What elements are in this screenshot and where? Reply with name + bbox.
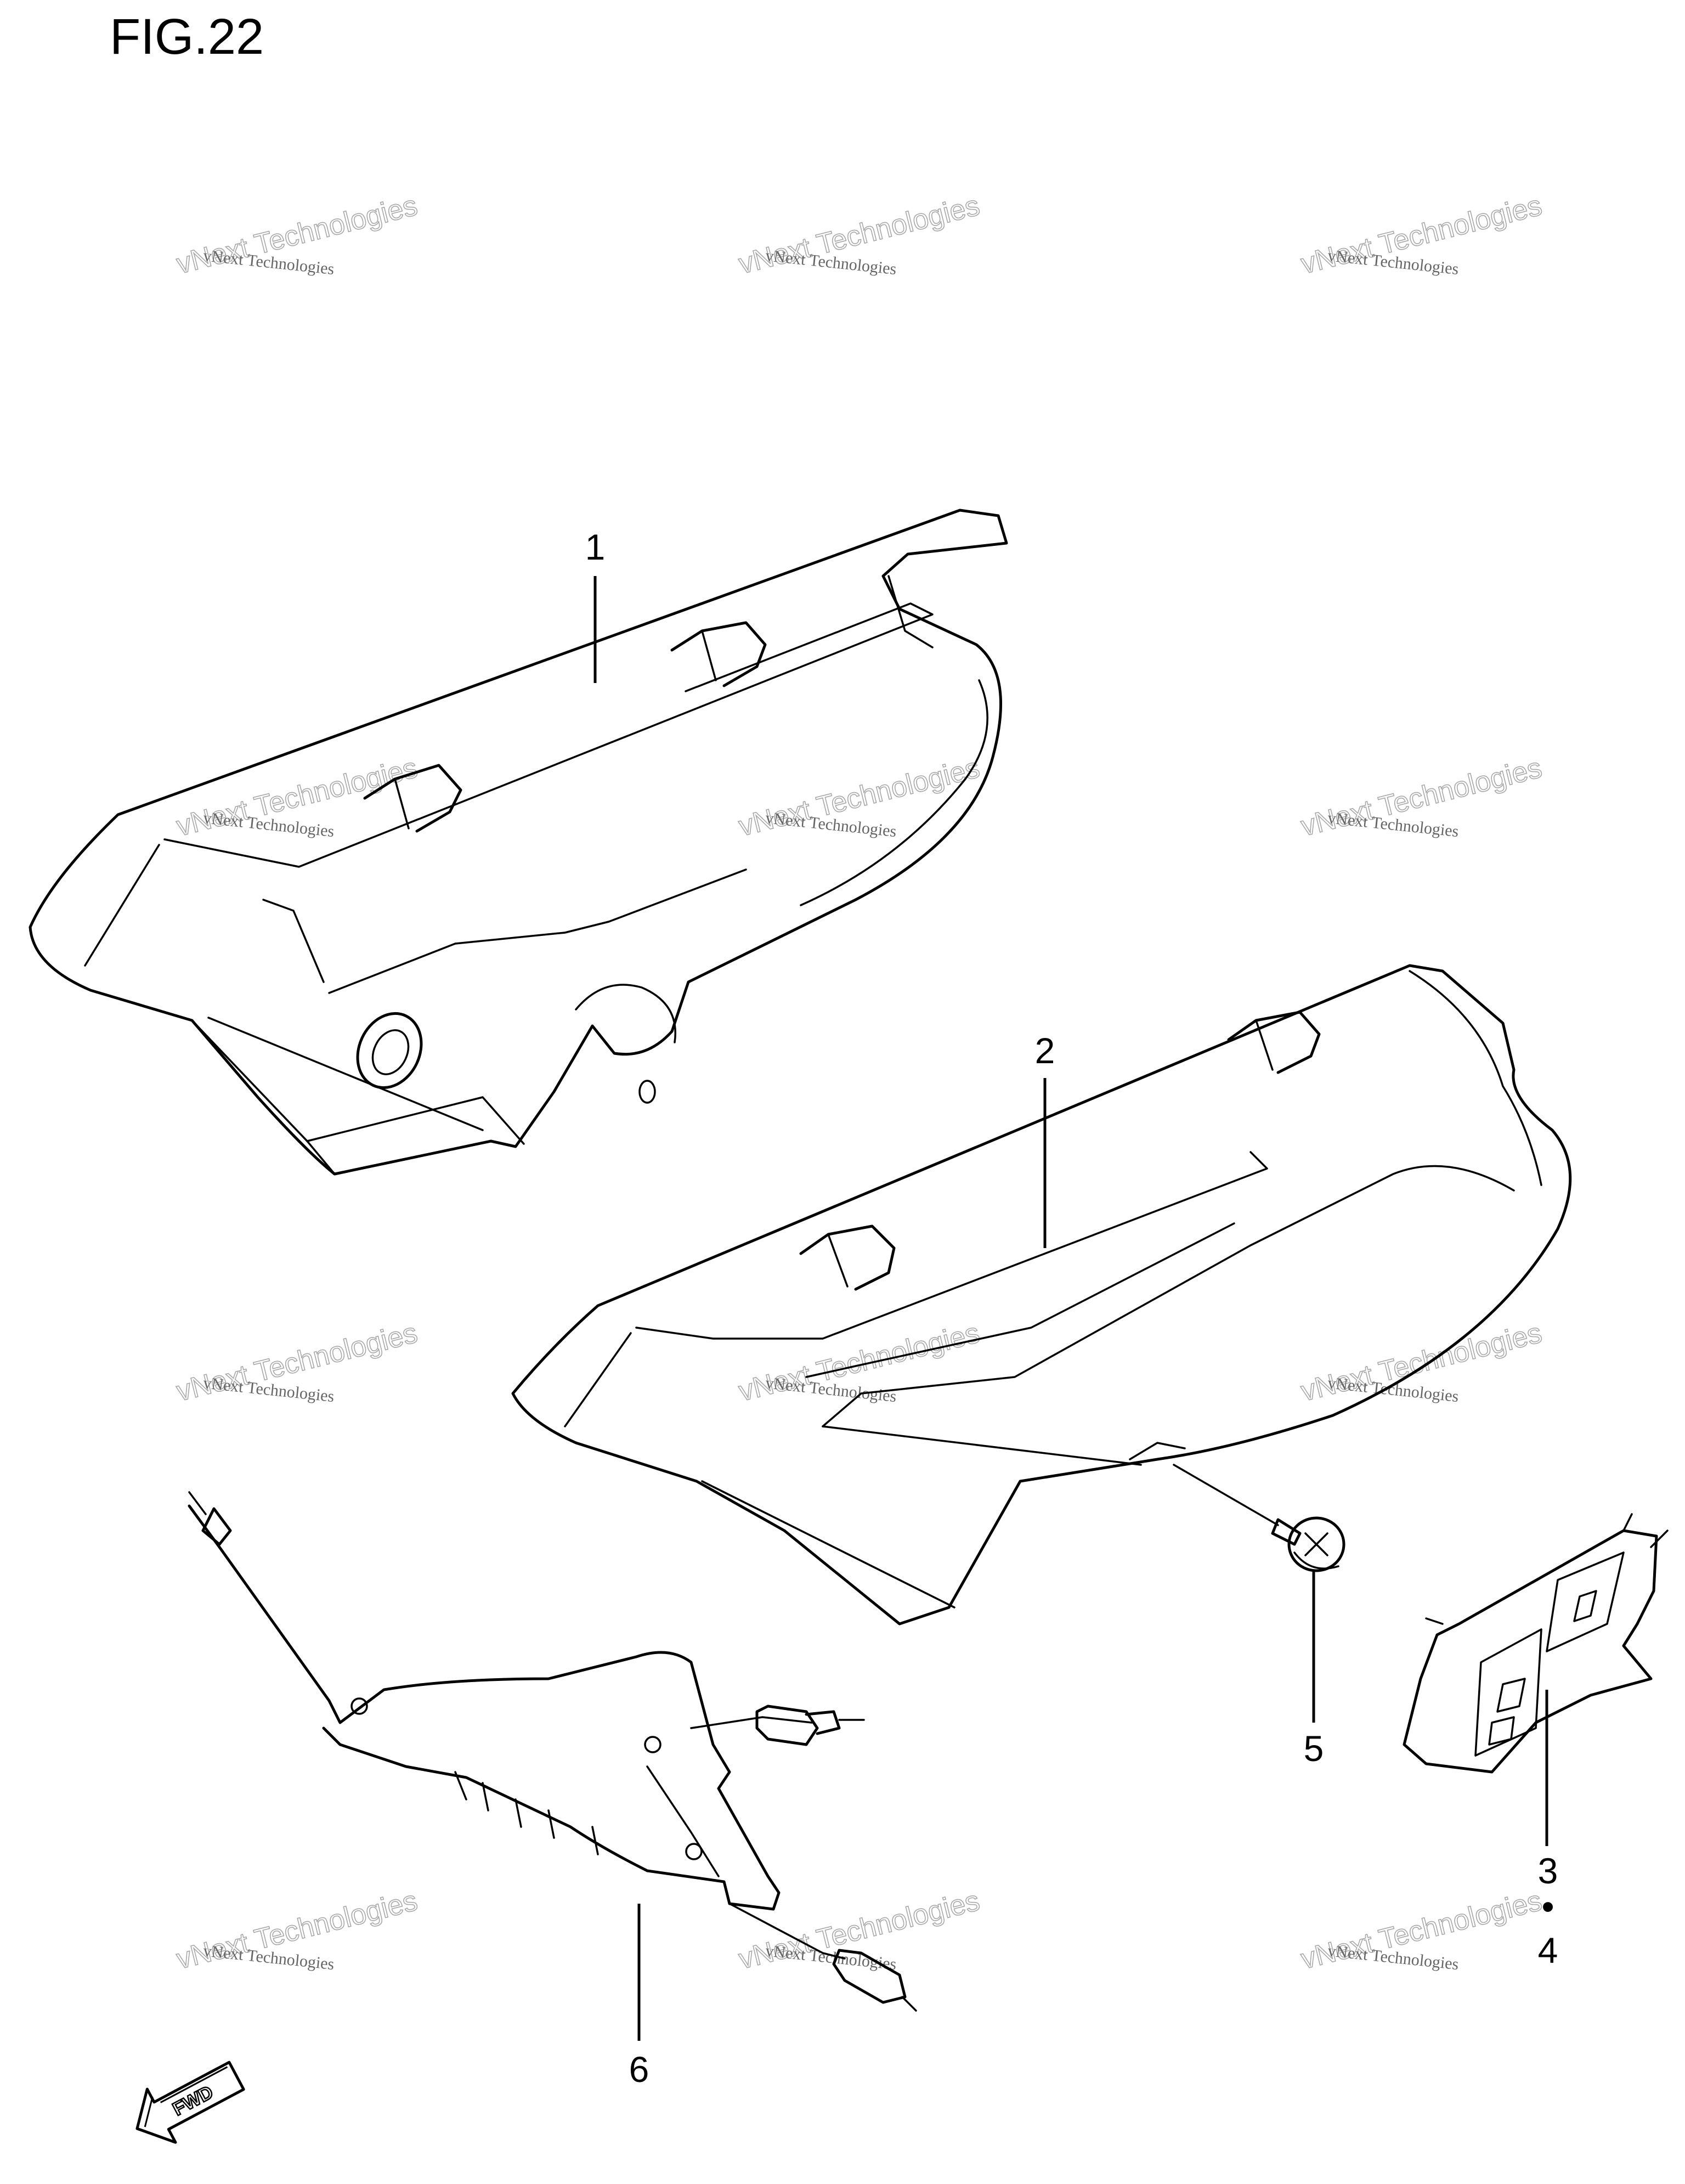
figure-title: FIG.22 <box>110 9 264 65</box>
callout-6: 6 <box>629 2049 649 2090</box>
part-3-4-emblem <box>1403 1513 1669 1774</box>
callout-dot: • <box>1541 1886 1554 1927</box>
callout-3: 3 <box>1538 1850 1558 1891</box>
callout-5: 5 <box>1304 1728 1324 1769</box>
part-2-side-cover <box>511 964 1572 1626</box>
callout-2: 2 <box>1035 1030 1055 1071</box>
callout-4: 4 <box>1538 1930 1558 1971</box>
callout-1: 1 <box>585 527 606 567</box>
part-5-screw <box>1173 1464 1345 1572</box>
part-6-bracket <box>188 1491 917 2012</box>
part-1-side-cover <box>29 509 1008 1176</box>
fwd-arrow-icon: FWD <box>135 2061 245 2144</box>
